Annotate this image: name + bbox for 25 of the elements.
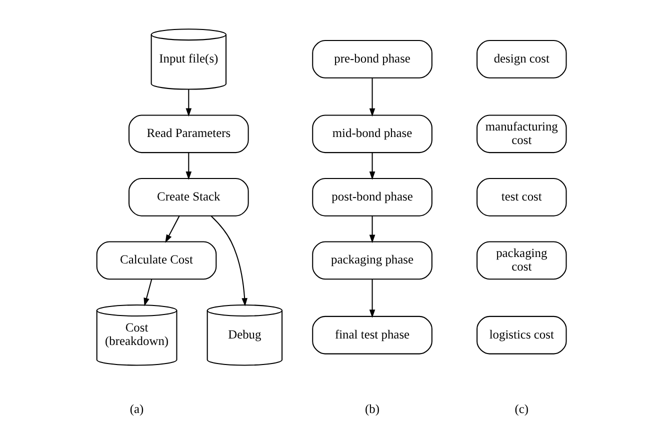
node-box: Read Parameters [128,114,249,154]
node-box: manufacturing cost [476,114,567,154]
node-box: final test phase [312,316,432,354]
node-box: design cost [476,40,567,78]
arrow [210,216,248,306]
node-box: pre-bond phase [312,40,432,78]
arrow [369,78,376,117]
label: (b) [365,402,380,416]
node-box: mid-bond phase [312,114,432,154]
arrow [165,216,180,243]
arrow [186,152,192,180]
node-box: Create Stack [128,178,249,216]
arrow [186,89,192,117]
arrow [144,279,152,306]
node-box: test cost [476,178,567,216]
arrow [369,152,376,180]
label: (a) [130,402,144,416]
node-box: packaging cost [476,241,567,280]
arrow [369,279,376,318]
node-box: packaging phase [312,241,432,280]
node-box: Calculate Cost [96,241,217,280]
node-box: logistics cost [476,316,567,354]
arrow [369,216,376,244]
label: (c) [514,402,529,416]
node-box: post-bond phase [312,178,432,216]
